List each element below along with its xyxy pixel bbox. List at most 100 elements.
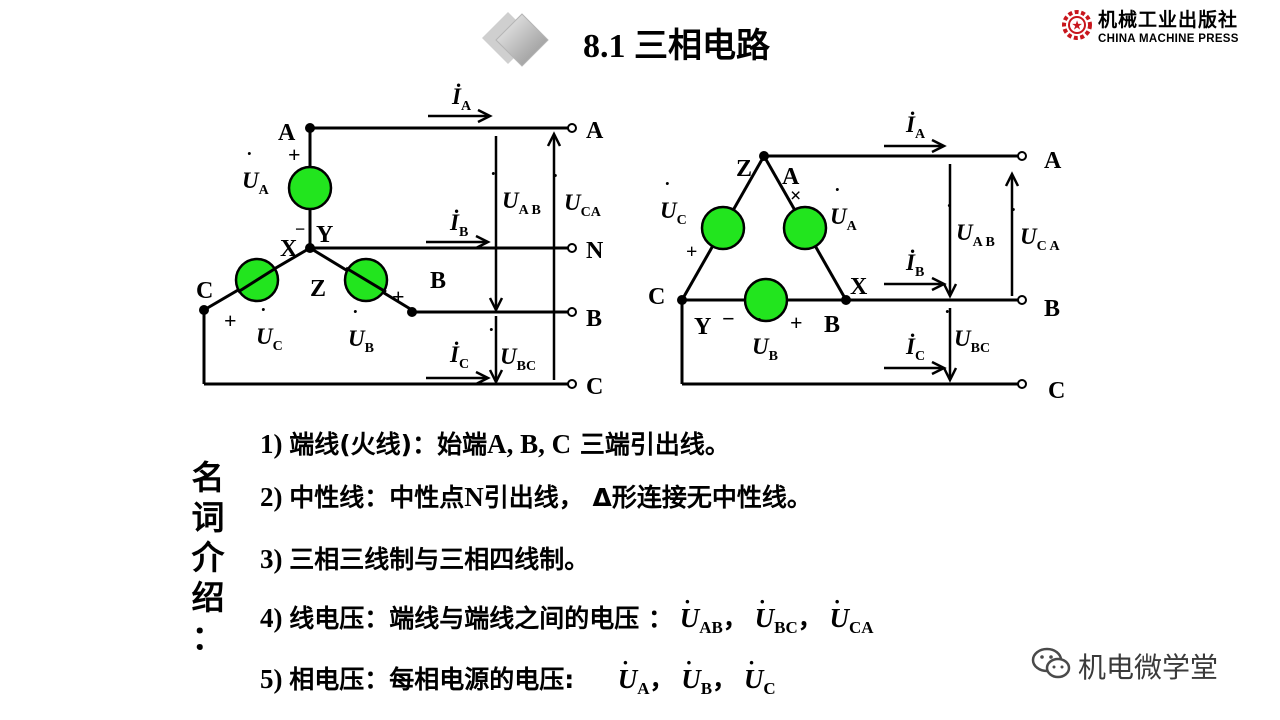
star-node-y: Y [316, 222, 333, 248]
svg-text:˙: ˙ [664, 179, 671, 201]
delta-uab-sub: A B [973, 235, 995, 250]
delta-node-a: A [782, 164, 800, 190]
phase-voltage-uc: ·UC [743, 650, 776, 698]
source-ua [287, 165, 333, 211]
watermark-text: 机电微学堂 [1078, 651, 1219, 684]
svg-text:+: + [224, 308, 237, 333]
svg-text:+: + [790, 310, 803, 335]
side-label-terms: 名 词 介 绍 ： [191, 458, 225, 657]
svg-text:UA B: UA B [502, 188, 541, 218]
page-title: 8.1 三相电路 [583, 28, 770, 65]
star-connection-diagram: A N B C A X Y Z C B + + + − İA İB İC UA … [196, 83, 604, 400]
list-item-4: 4) 线电压：端线与端线之间的电压 ： ·UAB， ·UBC， ·UCA [260, 589, 874, 637]
star-node-a: A [278, 120, 296, 146]
svg-text:˙: ˙ [488, 325, 495, 347]
svg-text:UBC: UBC [500, 344, 536, 374]
svg-text:İA: İA [451, 83, 472, 114]
delta-ub-sub: B [769, 349, 778, 364]
source-ub-delta [743, 277, 789, 323]
list-item-5: 5) 相电压：每相电源的电压: ·UA， ·UB， ·UC [260, 650, 776, 698]
delta-node-y: Y [694, 314, 711, 340]
star-node-x: X [280, 236, 298, 262]
wechat-icon [1031, 647, 1071, 679]
svg-text:İC: İC [449, 341, 469, 372]
publisher-gear-icon: ★ [1062, 10, 1092, 40]
delta-terminal-a: A [1044, 148, 1062, 174]
phase-voltage-ub: ·UB [681, 650, 713, 698]
svg-text:UA B: UA B [956, 220, 995, 250]
delta-node-z: Z [736, 156, 752, 182]
svg-text:★: ★ [1072, 20, 1082, 32]
svg-text:˙: ˙ [944, 307, 951, 329]
publisher-name-cn: 机械工业出版社 [1098, 10, 1239, 31]
publisher-logo: 机械工业出版社 CHINA MACHINE PRESS [1098, 10, 1239, 46]
svg-text:+: + [686, 241, 697, 263]
delta-node-c: C [648, 284, 665, 310]
publisher-name-en: CHINA MACHINE PRESS [1098, 33, 1239, 45]
star-terminal-c: C [586, 374, 603, 400]
svg-text:UB: UB [752, 334, 778, 364]
svg-text:İC: İC [905, 333, 925, 364]
star-terminal-n: N [586, 238, 604, 264]
star-terminal-b: B [586, 306, 602, 332]
svg-text:˙: ˙ [1010, 205, 1017, 227]
svg-text:+: + [392, 284, 405, 309]
list-item-1: 1) 端线(火线)：始端A, B, C 三端引出线。 [260, 429, 730, 459]
line-voltage-ubc: ·UBC [754, 589, 798, 637]
line-voltage-uab: ·UAB [679, 589, 723, 637]
svg-text:˙: ˙ [756, 315, 763, 337]
svg-text:UC: UC [256, 324, 283, 354]
svg-text:İA: İA [905, 111, 926, 142]
svg-text:×: × [790, 185, 801, 207]
svg-text:˙: ˙ [946, 201, 953, 223]
svg-text:UB: UB [348, 326, 374, 356]
svg-text:−: − [295, 219, 305, 239]
star-uc-sub: C [273, 339, 283, 354]
svg-text:˙: ˙ [490, 169, 497, 191]
star-ua-sub: A [259, 183, 270, 198]
delta-connection-diagram: A B C Z A X C Y B + − × + İA İB İC UA B … [648, 111, 1065, 404]
svg-text:İB: İB [449, 209, 468, 240]
svg-text:UA: UA [830, 204, 858, 234]
svg-text:+: + [288, 142, 301, 167]
star-terminal-a: A [586, 118, 604, 144]
delta-terminal-c: C [1048, 378, 1065, 404]
delta-terminal-b: B [1044, 296, 1060, 322]
star-ic-sub: C [459, 357, 469, 372]
title-diamond-icon [482, 12, 549, 67]
star-ia-sub: A [461, 99, 472, 114]
svg-text:UC: UC [660, 198, 687, 228]
svg-text:İB: İB [905, 249, 924, 280]
star-uab-sub: A B [519, 203, 541, 218]
delta-node-b: B [824, 312, 840, 338]
source-uc-delta [700, 205, 746, 251]
delta-ubc-sub: BC [971, 341, 990, 356]
delta-node-x: X [850, 274, 868, 300]
star-uca-sub: CA [581, 205, 602, 220]
delta-uc-sub: C [677, 213, 687, 228]
svg-text:˙: ˙ [834, 185, 841, 207]
star-ub-sub: B [365, 341, 374, 356]
delta-uca-sub: C A [1037, 239, 1061, 254]
svg-text:˙: ˙ [260, 305, 267, 327]
delta-ua-sub: A [847, 219, 858, 234]
svg-text:UBC: UBC [954, 326, 990, 356]
svg-text:−: − [722, 306, 735, 331]
svg-text:˙: ˙ [246, 149, 253, 171]
list-item-3: 3) 三相三线制与三相四线制。 [260, 544, 590, 574]
source-ua-delta [782, 205, 828, 251]
svg-text:UC A: UC A [1020, 224, 1060, 254]
line-voltage-uca: ·UCA [829, 589, 874, 637]
svg-text:˙: ˙ [352, 307, 359, 329]
star-node-b: B [430, 268, 446, 294]
delta-ic-sub: C [915, 349, 925, 364]
svg-text:UCA: UCA [564, 190, 602, 220]
phase-voltage-ua: ·UA [617, 650, 650, 698]
star-sources [234, 165, 389, 303]
svg-text:˙: ˙ [552, 171, 559, 193]
delta-ia-sub: A [915, 127, 926, 142]
star-ubc-sub: BC [517, 359, 536, 374]
delta-ib-sub: B [915, 265, 924, 280]
svg-text:UA: UA [242, 168, 270, 198]
star-node-c: C [196, 278, 213, 304]
